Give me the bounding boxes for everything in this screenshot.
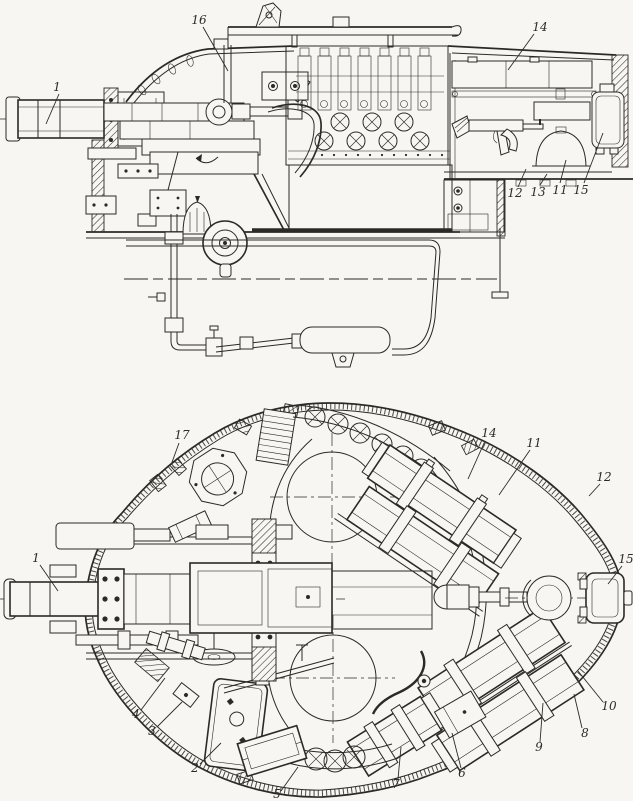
hatch-opening-bottom — [272, 615, 395, 743]
floor-brackets — [443, 179, 577, 237]
ammo-rack-upper-right — [334, 441, 522, 617]
breech-assembly — [103, 45, 322, 231]
callout-leader — [467, 440, 486, 480]
ventilator-octagon — [188, 447, 248, 507]
shell-cartridges — [296, 47, 444, 111]
callout-label: 11 — [526, 436, 541, 450]
right-compartment — [443, 45, 633, 237]
callout-label: 9 — [535, 740, 543, 754]
callout-label: 13 — [530, 185, 546, 199]
gun-barrel — [0, 96, 192, 142]
callout-label: 1 — [53, 80, 61, 94]
callout-leader — [199, 742, 222, 765]
ring-stop-4 — [134, 647, 170, 683]
callout-leader — [607, 565, 623, 585]
striped-drum — [255, 408, 297, 466]
callout-label: 14 — [532, 20, 547, 34]
callout-label: 12 — [596, 470, 611, 484]
callout-leader — [451, 732, 462, 769]
submachine-gun — [451, 115, 544, 156]
main-gun-plan — [0, 510, 632, 682]
callout-leader — [539, 173, 548, 186]
traverse-gear — [167, 151, 248, 278]
curved-tube — [371, 650, 431, 715]
rear-box — [577, 572, 633, 624]
ring-bracket-3 — [172, 682, 200, 708]
callout-label: 2 — [190, 761, 199, 775]
callout-leader — [573, 693, 583, 729]
stowage-tray-5 — [236, 724, 308, 778]
callout-label: 11 — [552, 183, 567, 197]
callout-leader — [45, 93, 60, 125]
callout-label: 7 — [392, 777, 400, 791]
callout-leader — [583, 132, 604, 184]
top-view-callouts: 1 16 14 12 13 11 15 — [45, 13, 604, 200]
callout-label: 14 — [481, 426, 496, 440]
callout-label: 5 — [273, 787, 281, 801]
hull-floor — [86, 228, 509, 299]
canister — [591, 83, 625, 155]
callout-leader — [397, 746, 402, 780]
callout-leader — [588, 483, 601, 497]
callout-label: 15 — [618, 552, 633, 566]
callout-leader — [498, 449, 531, 496]
callout-leader — [140, 677, 166, 711]
loader-rail — [227, 2, 462, 48]
callout-label: 15 — [573, 183, 588, 197]
bulkhead-holes — [314, 112, 430, 151]
callout-leader — [39, 564, 59, 592]
callout-label: 6 — [458, 766, 466, 780]
callout-label: 12 — [507, 186, 522, 200]
callout-leader — [280, 766, 299, 792]
callout-label: 4 — [131, 707, 140, 721]
ammo-rack-lower-right — [416, 606, 586, 773]
stowage-rod — [451, 88, 597, 100]
callout-leader — [170, 442, 180, 466]
dome-bag — [532, 126, 590, 167]
callout-label: 10 — [601, 699, 617, 713]
callout-label: 8 — [581, 726, 589, 740]
callout-label: 17 — [174, 428, 190, 442]
hull-left — [85, 139, 187, 233]
callout-leader — [517, 168, 527, 188]
callout-leader — [559, 159, 567, 184]
turret-roof — [125, 38, 295, 109]
callout-leader — [507, 33, 535, 71]
callout-leader — [539, 702, 544, 743]
stowage-box-small — [433, 690, 487, 739]
shell-band-bottom — [285, 743, 399, 773]
ammo-rack-bulkhead — [285, 45, 453, 232]
rivet-row — [320, 153, 444, 157]
hydraulic-piping — [126, 214, 441, 368]
callout-leader — [577, 670, 604, 703]
callout-label: 16 — [191, 13, 207, 27]
side-section-drawing: 1 16 14 12 13 11 15 — [0, 2, 633, 368]
callout-leader — [156, 701, 183, 728]
callout-label: 3 — [148, 724, 156, 738]
bottom-view-callouts: 17 14 11 12 15 1 4 3 2 5 7 6 9 8 10 — [32, 426, 633, 801]
radio-box — [451, 56, 593, 89]
callout-label: 1 — [32, 551, 40, 565]
plan-view-drawing: 17 14 11 12 15 1 4 3 2 5 7 6 9 8 10 — [0, 402, 633, 801]
callout-leader — [202, 26, 229, 72]
